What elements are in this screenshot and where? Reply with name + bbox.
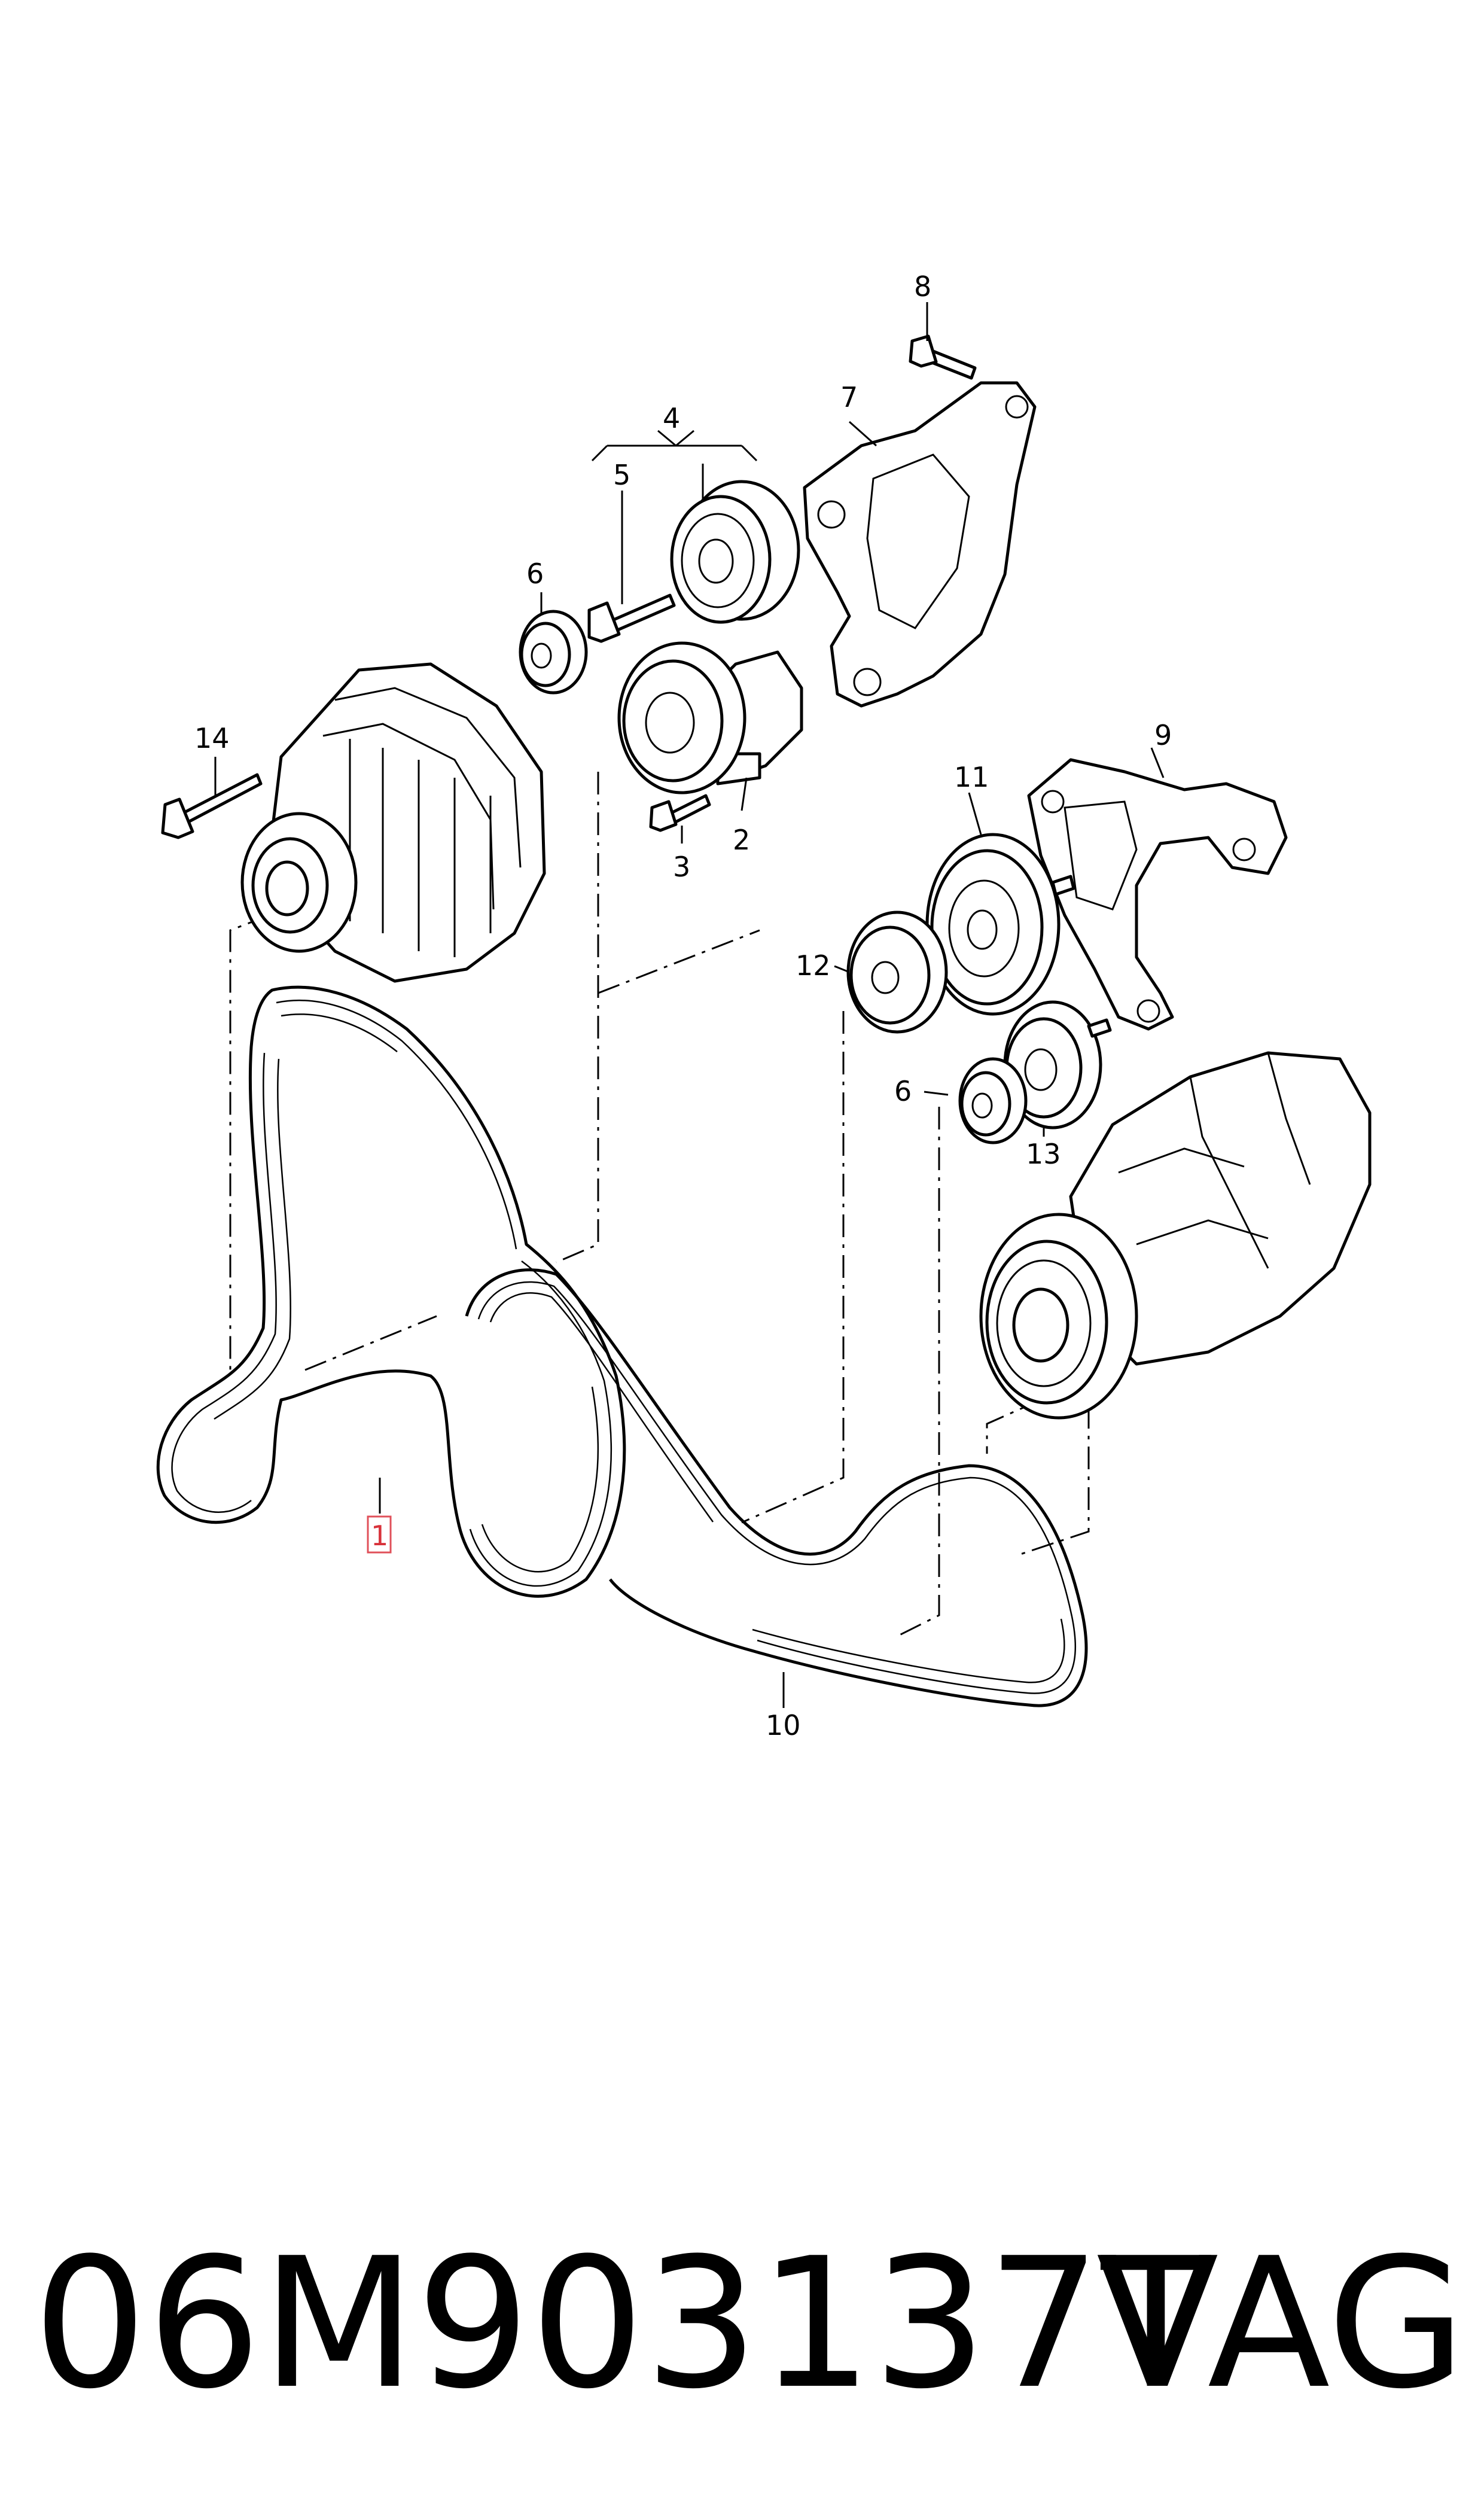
idler-pulley-6-upper[interactable] <box>519 610 588 695</box>
ac-compressor[interactable] <box>979 1051 1372 1420</box>
belt-1[interactable] <box>156 985 626 1598</box>
idler-pulley-6-lower[interactable] <box>958 1057 1028 1144</box>
part-number: 06M903137T <box>33 2219 1211 2428</box>
alternator[interactable] <box>240 662 546 983</box>
callout-13: 13 <box>1026 1138 1061 1170</box>
tensioner-assembly[interactable] <box>617 641 803 794</box>
bracket-9[interactable] <box>1027 758 1288 1031</box>
brand-label: VAG <box>1096 2219 1466 2428</box>
callout-5: 5 <box>613 459 630 491</box>
bolt-3[interactable] <box>649 794 711 832</box>
callout-6-upper: 6 <box>526 558 544 590</box>
bolt-8[interactable] <box>909 334 977 380</box>
alignment-lines <box>229 772 1090 1637</box>
bolt-14[interactable] <box>161 773 263 839</box>
callout-labels: 4 5 6 8 7 14 2 3 9 11 12 6 13 10 1 <box>194 270 1172 1741</box>
callout-4: 4 <box>663 402 680 434</box>
idler-pulley-12[interactable] <box>846 911 948 1034</box>
bracket-7[interactable] <box>803 381 1037 708</box>
callout-6-lower: 6 <box>894 1075 912 1107</box>
callout-1-highlight-box <box>367 1515 392 1554</box>
callout-12: 12 <box>796 949 831 982</box>
leader-lines <box>214 302 1165 1708</box>
callout-1: 1 <box>371 1520 388 1552</box>
tensioner-pulley-4[interactable] <box>670 480 800 624</box>
callout-3: 3 <box>673 851 690 883</box>
idler-pulley-11[interactable] <box>925 833 1075 1016</box>
belt-10[interactable] <box>465 1268 1088 1707</box>
callout-8: 8 <box>914 270 931 303</box>
callout-7: 7 <box>840 381 858 413</box>
bolt-5[interactable] <box>587 593 676 643</box>
callout-2: 2 <box>733 824 750 856</box>
callout-9: 9 <box>1154 719 1172 751</box>
callout-10: 10 <box>766 1709 801 1741</box>
callout-14: 14 <box>194 722 230 754</box>
callout-11: 11 <box>954 761 989 793</box>
